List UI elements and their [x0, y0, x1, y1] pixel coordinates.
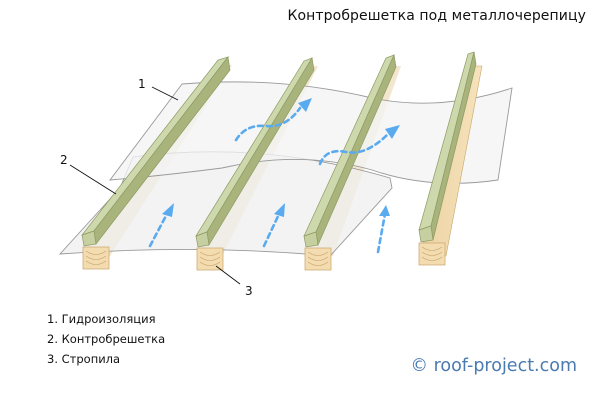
- callout-1: 1: [138, 77, 146, 91]
- rafter-end-1: [82, 246, 110, 270]
- batten-2: [195, 57, 315, 248]
- callout-line-2: [69, 164, 117, 195]
- batten-4: [418, 51, 477, 243]
- airflow-arrow-1: [148, 210, 170, 248]
- legend-item-rafters: 3. Стропила: [47, 352, 121, 366]
- diagram-title: Контробрешетка под металлочерепицу: [287, 8, 586, 24]
- counter-battens: [81, 51, 477, 248]
- airflow-arrow-2: [262, 210, 282, 248]
- callout-lines: [69, 86, 241, 285]
- copyright-text: © roof-project.com: [410, 356, 577, 376]
- airflow-arrow-4: [234, 106, 302, 142]
- batten-3: [303, 53, 397, 248]
- legend-item-counter-batten: 2. Контробрешетка: [47, 332, 166, 346]
- airflow-arrow-5: [318, 132, 390, 166]
- legend: 1. Гидроизоляция 2. Контробрешетка 3. Ст…: [47, 312, 165, 372]
- airflow-arrowheads: [162, 98, 400, 217]
- rafter-ends: [82, 242, 446, 271]
- callout-2: 2: [60, 153, 68, 167]
- callout-3: 3: [245, 284, 253, 298]
- rafter-end-2: [196, 247, 224, 271]
- airflow-arrow-3: [376, 212, 387, 254]
- callout-line-1: [151, 86, 179, 101]
- rafter-end-3: [304, 247, 332, 271]
- legend-item-waterproofing: 1. Гидроизоляция: [47, 312, 156, 326]
- batten-1: [81, 56, 231, 247]
- airflow-arrows: [148, 106, 390, 254]
- callout-line-3: [215, 265, 241, 285]
- rafter-end-4: [418, 242, 446, 266]
